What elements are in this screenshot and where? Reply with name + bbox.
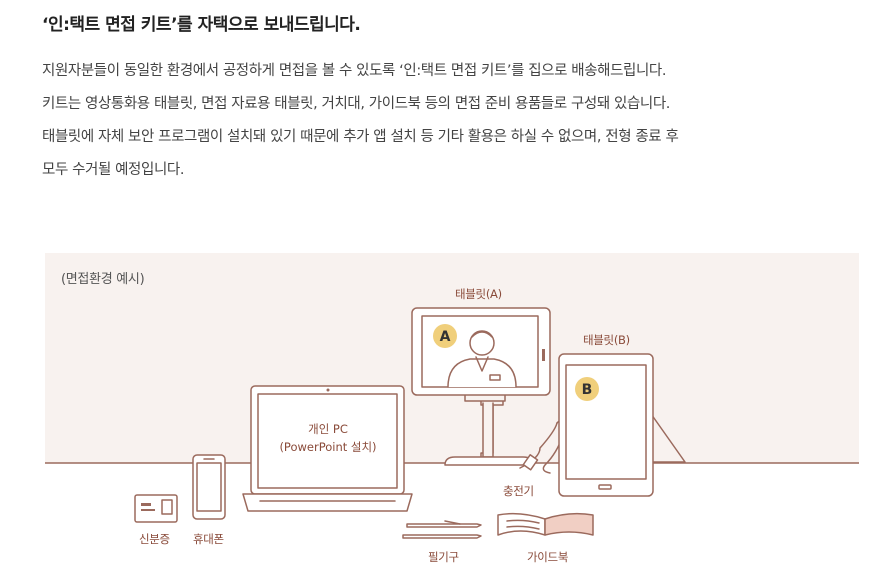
tablet-b-icon — [558, 353, 686, 497]
paragraph-line-2: 키트는 영상통화용 태블릿, 면접 자료용 태블릿, 거치대, 가이드북 등의 … — [42, 96, 670, 112]
pc-label: 개인 PC (PowerPoint 설치) — [258, 420, 398, 456]
badge-a-circle — [433, 324, 457, 348]
interview-environment-illustration: A B (면접환경 예시) 태블릿(A) 태블릿(B) 개인 PC (Power… — [45, 253, 859, 585]
id-card-icon — [134, 494, 178, 523]
paragraph-line-1: 지원자분들이 동일한 환경에서 공정하게 면접을 볼 수 있도록 ‘인:택트 면… — [42, 63, 667, 79]
illustration-svg: A B — [45, 253, 859, 539]
pens-icon — [402, 520, 482, 539]
tablet-a-label: 태블릿(A) — [455, 287, 502, 301]
guidebook-label: 가이드북 — [527, 550, 569, 564]
laptop-icon — [242, 385, 413, 512]
page-heading: ‘인:택트 면접 키트’를 자택으로 보내드립니다. — [42, 15, 361, 35]
pens-label: 필기구 — [428, 550, 459, 564]
badge-b-letter: B — [582, 382, 593, 398]
phone-icon — [192, 454, 226, 520]
paragraph-line-4: 모두 수거될 예정입니다. — [42, 162, 185, 178]
pc-label-line-2: (PowerPoint 설치) — [279, 440, 377, 454]
paragraph-line-3: 태블릿에 자체 보안 프로그램이 설치돼 있기 때문에 추가 앱 설치 등 기타… — [42, 129, 679, 145]
phone-label: 휴대폰 — [193, 532, 224, 546]
guidebook-icon — [497, 512, 594, 536]
badge-b-circle — [575, 377, 599, 401]
charger-label: 충전기 — [503, 484, 534, 498]
figure-caption: (면접환경 예시) — [61, 272, 145, 287]
id-card-label: 신분증 — [139, 532, 170, 546]
pc-label-line-1: 개인 PC — [308, 422, 348, 436]
tablet-b-label: 태블릿(B) — [583, 333, 630, 347]
badge-a-letter: A — [440, 329, 451, 345]
tablet-a-icon — [411, 307, 551, 466]
